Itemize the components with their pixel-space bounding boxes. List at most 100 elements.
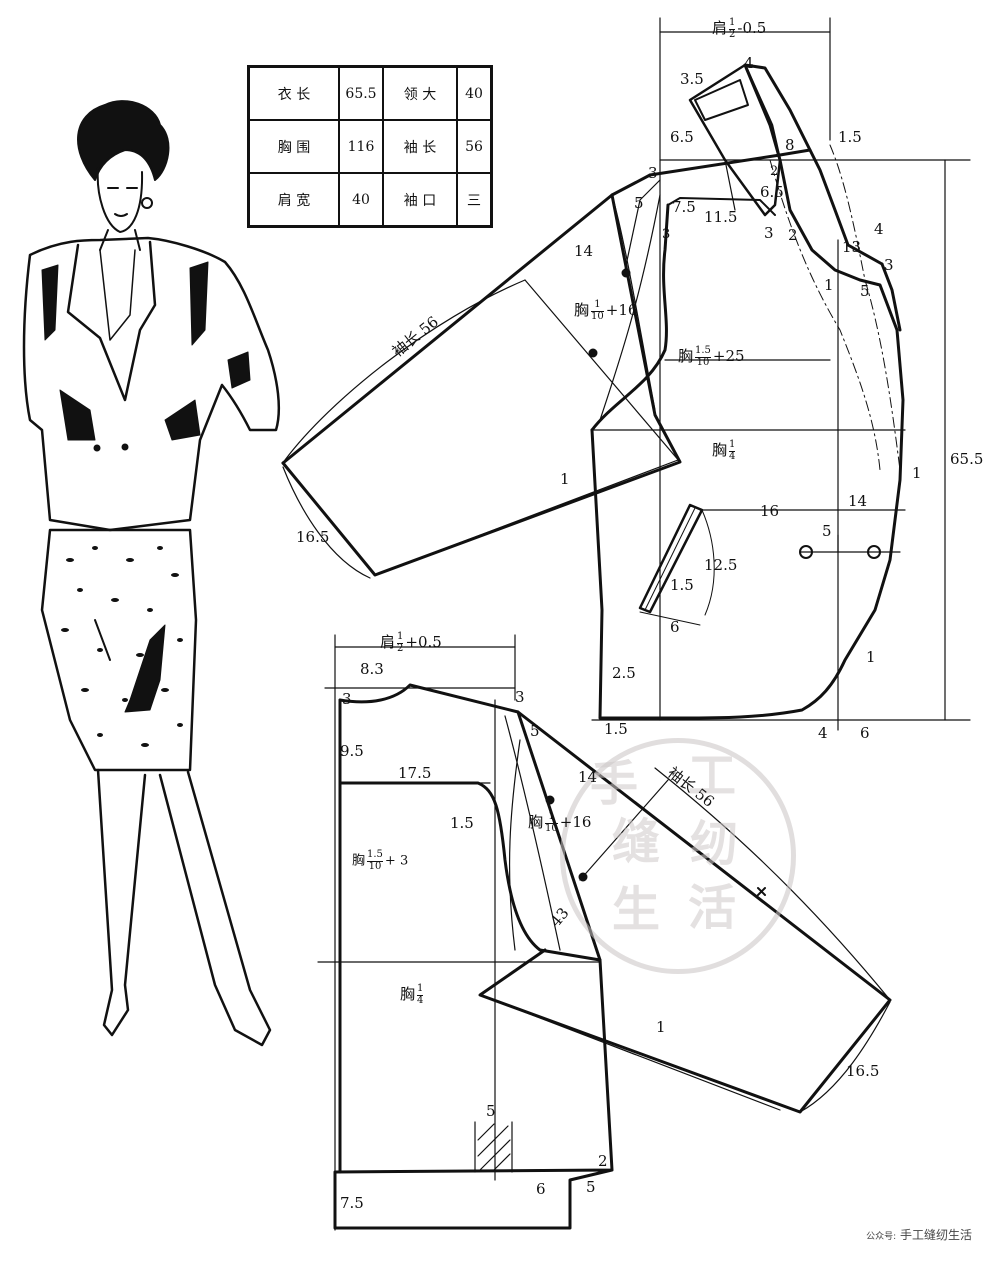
- dimension-label: 1: [560, 470, 570, 488]
- table-cell: 胸 围: [247, 119, 340, 174]
- denominator: 4: [729, 450, 736, 462]
- numerator: 1.5: [367, 849, 383, 862]
- dimension-label: 2.5: [612, 664, 636, 682]
- credit-name: 手工缝纫生活: [899, 1228, 972, 1242]
- dimension-label: 1: [912, 464, 922, 482]
- label-text: +25: [712, 347, 745, 365]
- label-text: +16: [605, 301, 638, 319]
- dimension-label: 4: [744, 54, 754, 72]
- dimension-label: 6: [536, 1180, 546, 1198]
- numerator: 1: [729, 439, 736, 452]
- dimension-label: 16.5: [296, 528, 330, 546]
- table-cell: 袖 长: [382, 119, 458, 174]
- fashion-figure-illustration: [22, 100, 281, 1047]
- dimension-label: 2: [788, 226, 798, 244]
- dimension-label: 7.5: [672, 198, 696, 216]
- numerator: 1: [545, 811, 558, 824]
- watermark-char: 纫: [690, 816, 739, 872]
- label-text: + 3: [384, 853, 409, 869]
- dimension-label: 1: [866, 648, 876, 666]
- label-text: 肩: [380, 633, 396, 651]
- label-text: +16: [559, 813, 592, 831]
- label-text: -0.5: [737, 19, 767, 37]
- dimension-label: 1.5: [670, 576, 694, 594]
- dimension-label: 1.5: [604, 720, 628, 738]
- dimension-label: 16: [760, 502, 780, 520]
- dimension-label: 14: [574, 242, 594, 260]
- dimension-label: 11.5: [704, 208, 738, 226]
- numerator: 1: [729, 17, 736, 30]
- measurement-table: 衣 长 65.5 领 大 40 胸 围 116 袖 长 56 肩 宽 40 袖 …: [247, 65, 493, 228]
- dimension-label: 6: [670, 618, 680, 636]
- dimension-label: 5: [530, 722, 540, 740]
- dimension-label: 3: [764, 224, 774, 242]
- label-text: 胸: [678, 347, 694, 365]
- watermark-char: 手: [590, 756, 639, 812]
- dimension-label: 7.5: [340, 1194, 364, 1212]
- denominator: 10: [591, 310, 604, 322]
- dimension-label: 8.3: [360, 660, 384, 678]
- label-text: 胸: [712, 441, 728, 459]
- numerator: 1: [591, 299, 604, 312]
- denominator: 2: [729, 28, 736, 40]
- dimension-label: 1: [824, 276, 834, 294]
- table-cell: 三: [456, 172, 493, 228]
- dimension-label: 17.5: [398, 764, 432, 782]
- dimension-label: 6: [860, 724, 870, 742]
- table-row: 衣 长 65.5 领 大 40: [247, 65, 493, 121]
- dimension-label: 5: [486, 1102, 496, 1120]
- dimension-label: 3: [648, 164, 658, 182]
- dimension-label: 5: [860, 282, 870, 300]
- denominator: 10: [368, 860, 382, 872]
- dimension-label: 8: [785, 136, 795, 154]
- denominator: 4: [417, 994, 424, 1006]
- table-cell: 116: [338, 119, 384, 174]
- watermark-seal: [560, 738, 796, 974]
- credit-prefix: 公众号:: [866, 1232, 897, 1242]
- dimension-label: 2: [598, 1152, 608, 1170]
- skirt-pattern-dots: [61, 546, 183, 747]
- denominator: 2: [397, 642, 404, 654]
- table-cell: 65.5: [338, 65, 384, 121]
- dimension-label: 16.5: [846, 1062, 880, 1080]
- watermark-char: 生: [612, 882, 661, 938]
- dimension-label: 5: [586, 1178, 596, 1196]
- dimension-label: 65.5: [950, 450, 984, 468]
- table-cell: 衣 长: [247, 65, 340, 121]
- table-cell: 领 大: [382, 65, 458, 121]
- table-cell: 56: [456, 119, 493, 174]
- dimension-label: 14: [848, 492, 868, 510]
- table-row: 肩 宽 40 袖 口 三: [247, 172, 493, 228]
- numerator: 1: [417, 983, 424, 996]
- dimension-label: 4: [874, 220, 884, 238]
- dimension-label: 3: [884, 256, 894, 274]
- dimension-label: 9.5: [340, 742, 364, 760]
- table-cell: 40: [338, 172, 384, 228]
- watermark-char: 活: [688, 880, 737, 936]
- table-cell: 40: [456, 65, 493, 121]
- label-text: 胸: [400, 985, 416, 1003]
- watermark-char: 工: [688, 748, 737, 804]
- dimension-label: 14: [578, 768, 598, 786]
- dimension-label: 1: [656, 1018, 666, 1036]
- label-text: 肩: [712, 19, 728, 37]
- watermark-char: 缝: [612, 814, 661, 870]
- dimension-label: 3: [515, 688, 525, 706]
- front-bodice-draft: [281, 17, 971, 731]
- denominator: 10: [545, 822, 558, 834]
- dimension-label: 4: [818, 724, 828, 742]
